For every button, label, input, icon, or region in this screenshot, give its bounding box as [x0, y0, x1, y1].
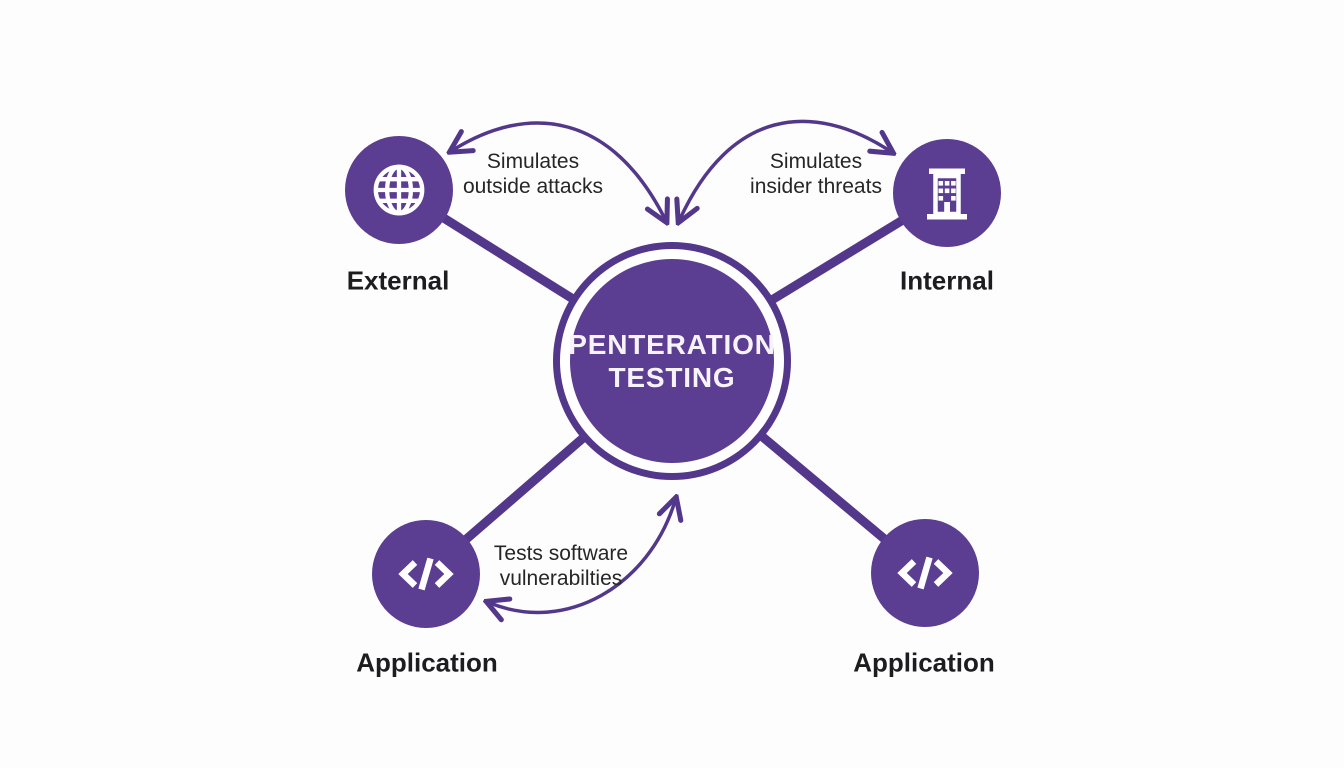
annotation-line: Simulates — [769, 150, 863, 173]
arrow-external-to-center — [453, 121, 665, 219]
center-title: PENTERATION TESTING — [568, 328, 775, 394]
node-internal — [893, 139, 1001, 247]
annotation-insider-threats: Simulates insider threats — [750, 149, 882, 199]
center-node-penetration-testing: PENTERATION TESTING — [568, 259, 775, 463]
globe-icon — [373, 164, 425, 216]
arrow-center-to-internal — [680, 119, 890, 219]
annotation-software-vulnerabilities: Tests software vulnerabilties — [494, 541, 628, 591]
node-application-left — [372, 520, 480, 628]
center-title-line2: TESTING — [608, 362, 736, 393]
annotation-line: Tests software — [493, 542, 629, 565]
arrow-application-to-center — [490, 501, 675, 612]
label-external: External — [346, 265, 450, 296]
node-external — [345, 136, 453, 244]
annotation-line: insider threats — [750, 175, 882, 198]
center-title-line1: PENTERATION — [568, 329, 776, 360]
label-application-left: Application — [356, 647, 498, 678]
code-icon — [897, 556, 953, 590]
node-application-right — [871, 519, 979, 627]
code-icon — [398, 557, 454, 591]
annotation-outside-attacks: Simulates outside attacks — [463, 149, 603, 199]
building-icon — [927, 168, 967, 220]
label-application-right: Application — [853, 647, 995, 678]
annotation-line: outside attacks — [462, 175, 604, 198]
label-internal: Internal — [900, 265, 994, 296]
annotation-line: vulnerabilties — [499, 567, 623, 590]
annotation-line: Simulates — [486, 150, 580, 173]
